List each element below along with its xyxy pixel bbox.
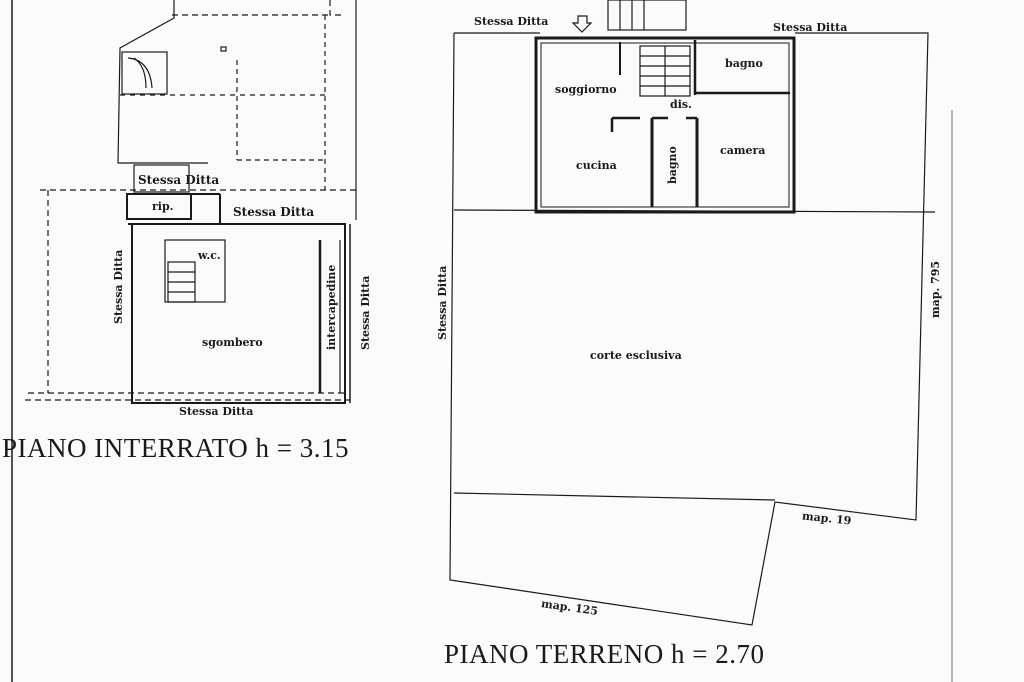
basement-label-stessa-ditta-mid: Stessa Ditta [233,205,315,219]
ground-label-stessa-ditta-top-right: Stessa Ditta [773,21,848,34]
basement-label-sgombero: sgombero [202,336,263,349]
ground-label-stessa-ditta-top-left: Stessa Ditta [474,15,549,28]
basement-label-stessa-ditta-top: Stessa Ditta [138,173,220,187]
basement-label-rip: rip. [152,200,174,213]
basement-label-wc: w.c. [198,249,221,262]
ground-label-corte-esclusiva: corte esclusiva [590,349,682,362]
ground-label-soggiorno: soggiorno [555,83,617,96]
basement-label-stessa-ditta-bottom: Stessa Ditta [179,405,254,418]
ground-label-map-795: map. 795 [929,260,942,318]
ground-title: PIANO TERRENO h = 2.70 [444,639,765,669]
basement-label-stessa-ditta-left: Stessa Ditta [112,249,125,324]
ground-label-cucina: cucina [576,159,617,172]
ground-label-bagno-small: bagno [666,146,679,184]
ground-label-stessa-ditta-left: Stessa Ditta [436,265,449,340]
basement-label-intercapedine: intercapedine [325,264,338,350]
ground-label-bagno-top: bagno [725,57,763,70]
ground-label-dis: dis. [670,98,692,111]
ground-label-camera: camera [720,144,766,157]
basement-title: PIANO INTERRATO h = 3.15 [2,433,349,463]
basement-label-stessa-ditta-right: Stessa Ditta [359,275,372,350]
